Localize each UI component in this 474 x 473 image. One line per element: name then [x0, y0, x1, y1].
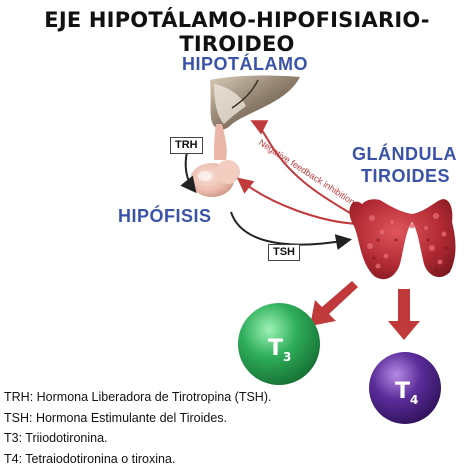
- hypothalamus-label: HIPOTÁLAMO: [182, 54, 308, 74]
- legend: TRH: Hormona Liberadora de Tirotropina (…: [4, 387, 304, 469]
- trh-arrow: [180, 151, 197, 194]
- diagram-title: EJE HIPOTÁLAMO-HIPOFISIARIO-TIROIDEO: [44, 8, 430, 56]
- tsh-box: TSH: [268, 244, 300, 261]
- trh-box: TRH: [170, 137, 203, 154]
- hypothalamus-tissue: [210, 75, 300, 130]
- thyroid-gland: [349, 199, 456, 280]
- legend-item-tsh: TSH: Hormona Estimulante del Tiroides.: [4, 410, 228, 425]
- pituitary-gland: [190, 124, 240, 197]
- thyroid-label-line1: GLÁNDULA: [352, 144, 457, 164]
- arrow-to-t4: [388, 289, 420, 340]
- pituitary-label: HIPÓFISIS: [118, 206, 212, 226]
- legend-item-t4: T4: Tetraiodotironina o tiroxina.: [4, 451, 176, 466]
- t4-label: T4: [395, 379, 418, 407]
- t4-sphere: T4: [369, 352, 441, 424]
- tsh-arrow: [230, 211, 352, 250]
- legend-item-trh: TRH: Hormona Liberadora de Tirotropina (…: [4, 390, 272, 404]
- thyroid-label-line2: TIROIDES: [361, 166, 451, 186]
- feedback-arrow-to-pituitary: [236, 177, 359, 225]
- arrow-to-t3: [310, 281, 358, 326]
- legend-item-t3: T3: Triiodotironina.: [4, 431, 108, 445]
- t3-label: T3: [268, 336, 291, 364]
- negative-feedback-label: Negative feedback inhibition: [257, 137, 357, 207]
- feedback-arrow-to-hypothalamus: [250, 120, 359, 219]
- t3-sphere: T3: [238, 303, 320, 385]
